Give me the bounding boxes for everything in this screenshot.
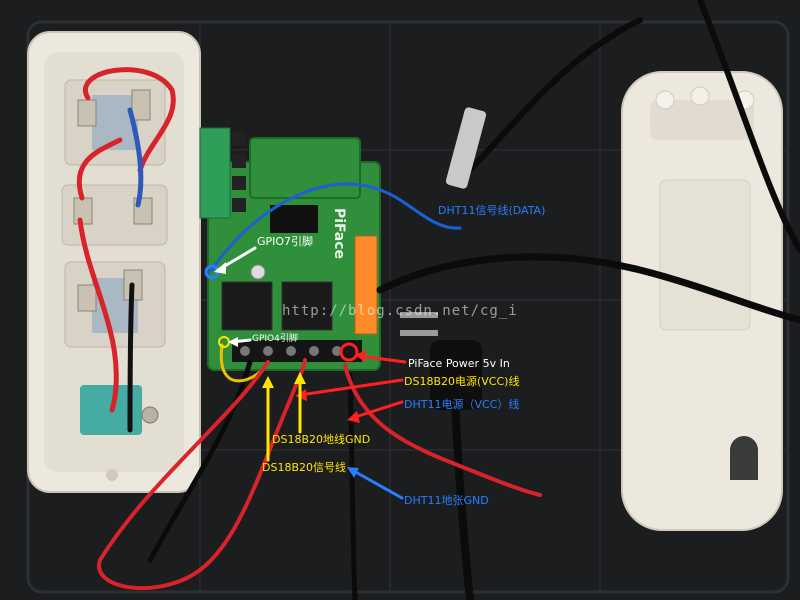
piface-board	[199, 127, 381, 371]
label-dht11-data: DHT11信号线(DATA)	[438, 204, 546, 217]
label-gpio4: GPIO4引脚	[252, 334, 298, 344]
strip-wiring	[76, 67, 176, 433]
power-plug	[400, 312, 482, 410]
dht11-probe	[445, 107, 487, 189]
watermark-text: http://blog.csdn.net/cg_i	[282, 303, 518, 319]
power-strip-open	[27, 31, 201, 493]
label-ds18b20-gnd: DS18B20地线GND	[272, 433, 371, 446]
label-ds18b20-vcc: DS18B20电源(VCC)线	[404, 375, 520, 388]
label-dht11-vcc: DHT11电源（VCC）线	[404, 398, 520, 411]
label-gpio7: GPIO7引脚	[257, 235, 314, 248]
power-strip-cover	[621, 71, 783, 531]
power-in-marker	[339, 342, 359, 362]
hookup-wires	[97, 182, 542, 591]
black-cables	[147, 0, 800, 600]
annotation-arrows	[214, 246, 407, 500]
label-piface-power: PiFace Power 5v In	[408, 357, 510, 370]
board-brand-text: PiFace	[331, 208, 347, 259]
label-dht11-gnd: DHT11地张GND	[404, 494, 489, 507]
label-ds18b20-signal: DS18B20信号线	[262, 461, 346, 474]
keyhole-slot	[730, 436, 758, 480]
